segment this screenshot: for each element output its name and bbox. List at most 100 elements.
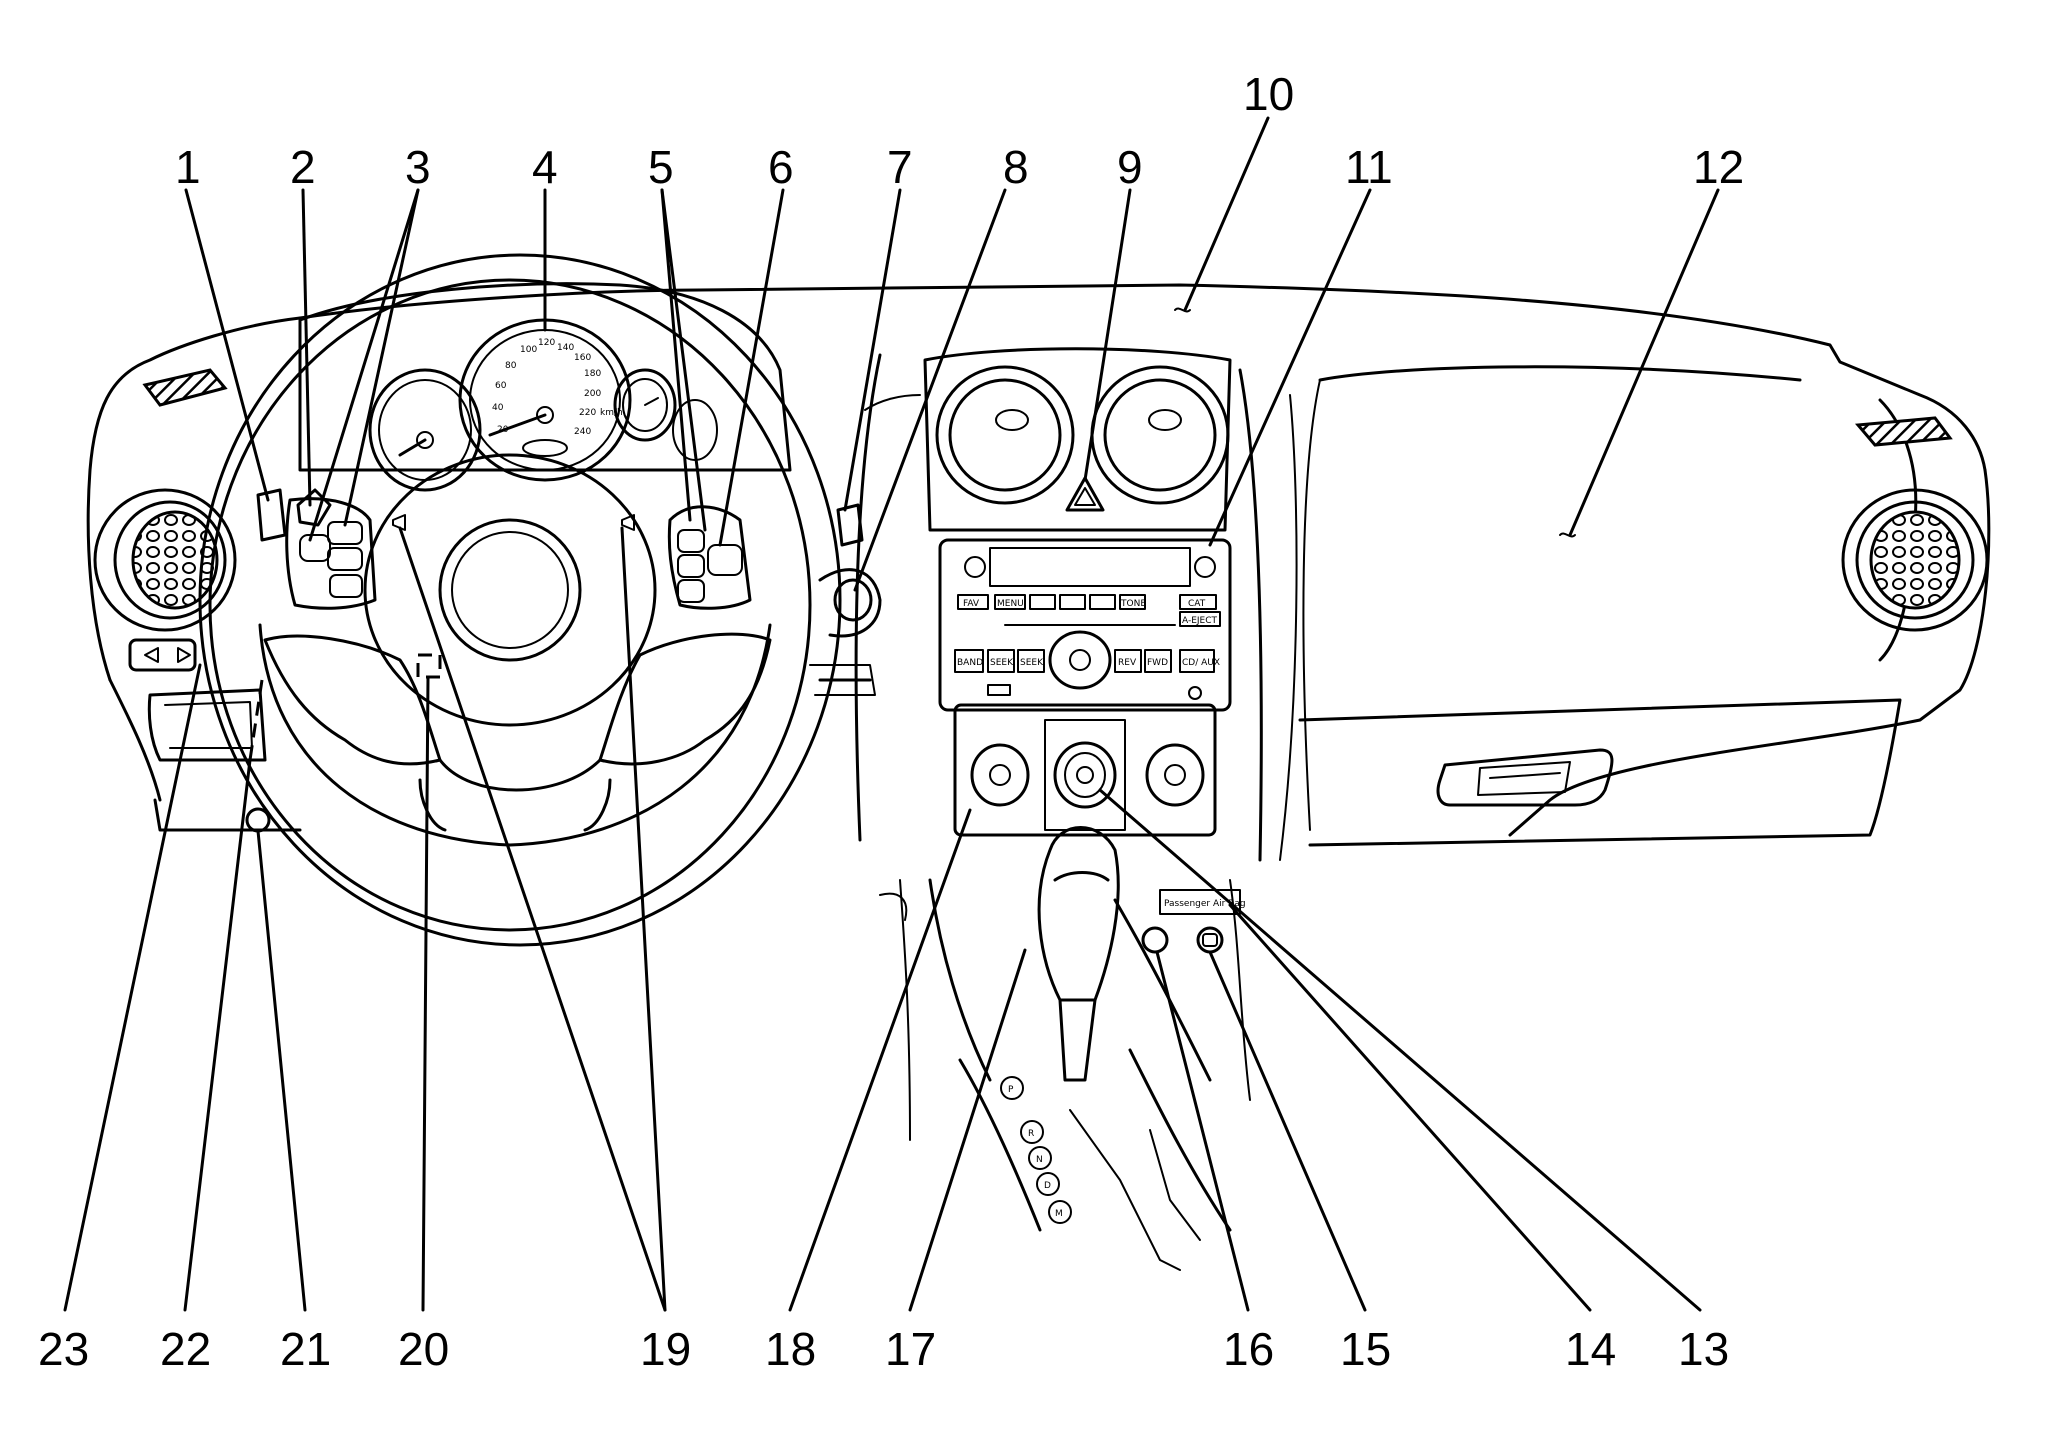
hood-release-handle[interactable] — [245, 807, 271, 833]
callout-10: 10 — [1243, 68, 1294, 120]
shift-knob[interactable] — [1037, 826, 1120, 1002]
radio-fwd-label: FWD — [1147, 658, 1168, 668]
gear-d-label: D — [1044, 1181, 1051, 1191]
steering-wheel — [198, 253, 842, 947]
gear-p-label: P — [1008, 1085, 1014, 1095]
speedo-tick-140: 140 — [557, 343, 574, 353]
hood-release-hidden — [248, 679, 264, 761]
ignition-area — [818, 503, 882, 638]
cruise-cancel-button[interactable] — [327, 547, 363, 571]
horn-symbol-left-icon — [392, 514, 406, 531]
callout-1: 1 — [175, 141, 201, 193]
mirror-control[interactable] — [128, 638, 197, 672]
left-controls — [128, 488, 332, 833]
passenger-airbag-indicator — [1159, 889, 1241, 915]
callout-14: 14 — [1565, 1323, 1616, 1375]
horn-pad[interactable] — [438, 518, 582, 662]
gear-n-label: N — [1036, 1155, 1043, 1165]
radio-cat-button[interactable] — [1179, 594, 1217, 610]
callout-16: 16 — [1223, 1323, 1274, 1375]
radio-cd-aux-button[interactable] — [1179, 649, 1215, 673]
speedo-tick-100: 100 — [520, 345, 537, 355]
horn-symbol-right-icon — [621, 514, 635, 531]
callout-12: 12 — [1693, 141, 1744, 193]
radio-menu-label: MENU — [997, 599, 1024, 609]
radio-eject-label: A-EJECT — [1182, 616, 1218, 626]
audio-source-button[interactable] — [707, 544, 743, 576]
dimmer-switch[interactable] — [296, 488, 332, 527]
callout-6: 6 — [768, 141, 794, 193]
speedo-tick-240: 240 — [574, 427, 591, 437]
callout-22: 22 — [160, 1323, 211, 1375]
passenger-airbag-text: Passenger Air Bag — [1164, 899, 1246, 909]
cruise-on-button[interactable] — [329, 574, 363, 598]
gear-r-indicator — [1020, 1120, 1044, 1144]
speedo-unit: km/h — [600, 408, 623, 418]
radio-tone-label: TONE — [1120, 599, 1146, 609]
callout-23: 23 — [38, 1323, 89, 1375]
traction-control-button[interactable] — [1196, 926, 1224, 954]
accessory-power-outlet[interactable] — [1141, 926, 1169, 954]
radio-fav-label: FAV — [963, 599, 980, 609]
radio-preset-1[interactable] — [1029, 594, 1056, 610]
temperature-knob[interactable] — [1145, 743, 1205, 807]
audio-down-button[interactable] — [677, 554, 705, 578]
hidden-module-outline — [416, 653, 442, 679]
radio-cat-label: CAT — [1188, 599, 1206, 609]
radio-rev-button[interactable] — [1114, 649, 1142, 673]
radio — [938, 538, 1232, 712]
headlamp-switch[interactable] — [256, 488, 287, 542]
callout-15: 15 — [1340, 1323, 1391, 1375]
speedo-tick-200: 200 — [584, 389, 601, 399]
mode-knob-panel — [1044, 719, 1126, 831]
audio-mute-button[interactable] — [677, 579, 705, 603]
radio-display — [989, 547, 1191, 587]
callout-5: 5 — [648, 141, 674, 193]
center-stack: FAV MENU TONE CAT A-EJECT BAND SEEK SEEK… — [923, 347, 1232, 837]
hazard-button[interactable] — [1065, 476, 1105, 512]
ignition-switch[interactable] — [833, 578, 873, 622]
callout-7: 7 — [887, 141, 913, 193]
gear-d-indicator — [1036, 1172, 1060, 1196]
radio-seek-up-label: SEEK — [1020, 658, 1044, 668]
radio-preset-3[interactable] — [1089, 594, 1116, 610]
speedo-tick-40: 40 — [492, 403, 504, 413]
callout-19: 19 — [640, 1323, 691, 1375]
cruise-set-button[interactable] — [299, 534, 331, 562]
callout-17: 17 — [885, 1323, 936, 1375]
radio-menu-button[interactable] — [994, 594, 1026, 610]
aux-jack[interactable] — [987, 684, 1011, 696]
speedo-tick-120: 120 — [538, 338, 555, 348]
gear-m-label: M — [1055, 1209, 1063, 1219]
callout-8: 8 — [1003, 141, 1029, 193]
shift-lever: P R N D M — [928, 826, 1232, 1271]
radio-tone-button[interactable] — [1119, 594, 1146, 610]
callout-18: 18 — [765, 1323, 816, 1375]
callout-9: 9 — [1117, 141, 1143, 193]
fan-speed-knob[interactable] — [970, 743, 1030, 807]
hvac-controls — [953, 703, 1217, 837]
radio-fav-button[interactable] — [957, 594, 989, 610]
radio-cd-aux-label: CD/ AUX — [1182, 658, 1220, 668]
callout-3: 3 — [405, 141, 431, 193]
radio-fwd-button[interactable] — [1144, 649, 1172, 673]
radio-preset-2[interactable] — [1059, 594, 1086, 610]
radio-seek-up-button[interactable] — [1017, 649, 1045, 673]
speedo-tick-220: 220 — [579, 408, 596, 418]
hazard-icon — [1074, 487, 1096, 506]
radio-band-label: BAND — [957, 658, 983, 668]
gear-r-label: R — [1028, 1129, 1034, 1139]
leader-lines — [63, 116, 1720, 1312]
radio-band-button[interactable] — [954, 649, 984, 673]
air-mode-knob[interactable] — [1053, 741, 1117, 809]
radio-eject-button[interactable] — [1179, 611, 1221, 627]
radio-seek-down-label: SEEK — [990, 658, 1014, 668]
radio-power-volume-knob[interactable] — [1048, 630, 1112, 690]
radio-seek-down-button[interactable] — [987, 649, 1015, 673]
callout-21: 21 — [280, 1323, 331, 1375]
speedo-tick-180: 180 — [584, 369, 601, 379]
wiper-stalk[interactable] — [836, 503, 864, 547]
callout-20: 20 — [398, 1323, 449, 1375]
audio-up-button[interactable] — [677, 529, 705, 553]
